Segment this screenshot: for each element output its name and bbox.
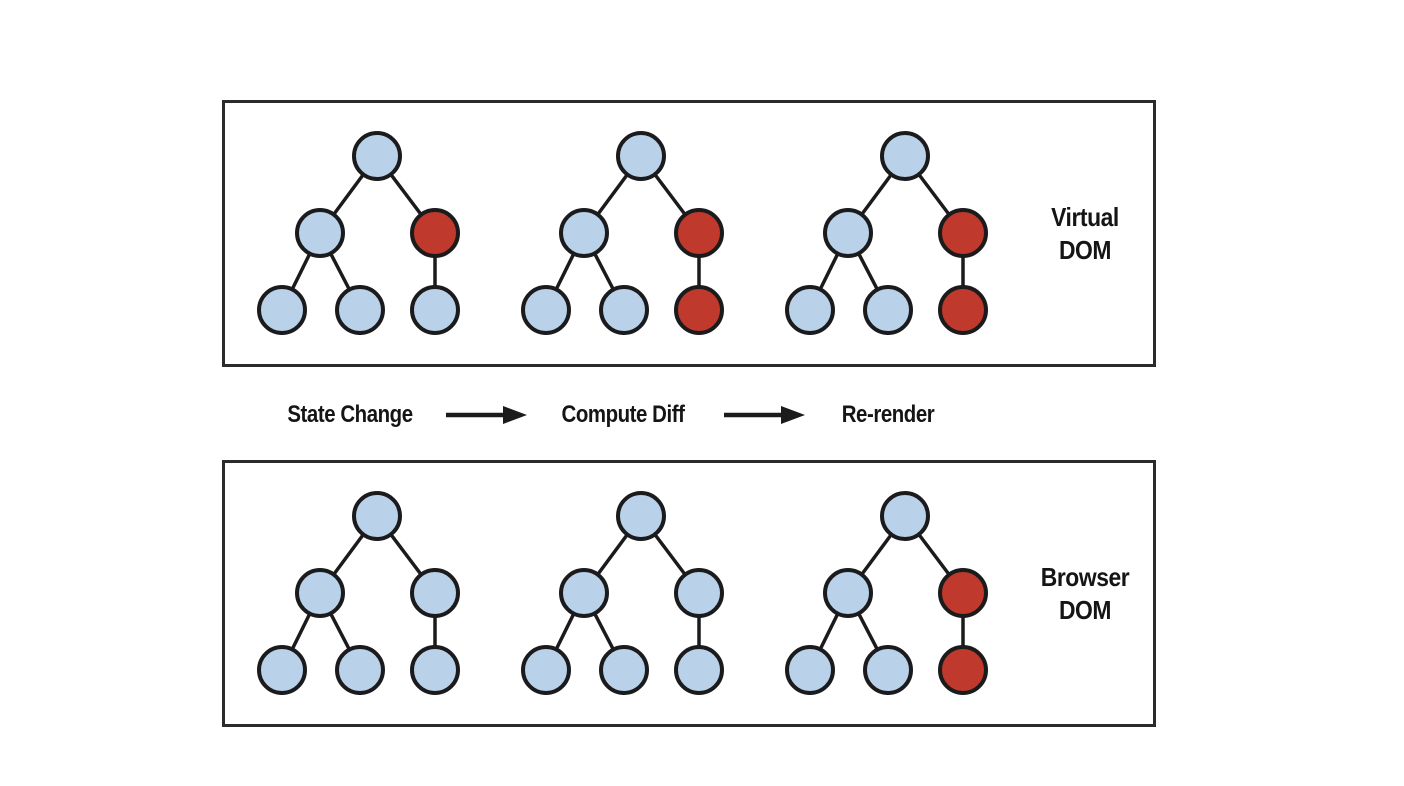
dom-tree <box>785 491 988 695</box>
browser-dom-label: Browser DOM <box>985 561 1185 627</box>
tree-node <box>880 131 930 181</box>
tree-node <box>599 285 649 335</box>
tree-node <box>559 568 609 618</box>
browser-dom-label-line2: DOM <box>1058 594 1112 625</box>
virtual-dom-label-line2: DOM <box>1058 234 1112 265</box>
tree-node <box>352 131 402 181</box>
tree-node <box>410 645 460 695</box>
virtual-dom-panel: Virtual DOM <box>222 100 1156 367</box>
tree-node <box>257 285 307 335</box>
tree-node <box>863 285 913 335</box>
tree-node <box>352 491 402 541</box>
tree-node <box>823 208 873 258</box>
tree-node-changed <box>938 285 988 335</box>
dom-tree <box>257 131 460 335</box>
tree-node <box>674 568 724 618</box>
tree-node <box>599 645 649 695</box>
tree-node <box>335 645 385 695</box>
tree-node <box>521 285 571 335</box>
dom-tree <box>257 491 460 695</box>
tree-node <box>521 645 571 695</box>
browser-dom-label-line1: Browser <box>1040 561 1130 592</box>
tree-node-changed <box>410 208 460 258</box>
dom-tree <box>785 131 988 335</box>
flow-step-re-render: Re-render <box>841 401 935 428</box>
tree-node <box>616 491 666 541</box>
virtual-dom-label: Virtual DOM <box>985 201 1185 267</box>
right-arrow-icon <box>446 406 527 424</box>
tree-node <box>295 568 345 618</box>
tree-node-changed <box>938 645 988 695</box>
virtual-dom-label-line1: Virtual <box>1051 201 1119 232</box>
browser-dom-panel: Browser DOM <box>222 460 1156 727</box>
tree-node-changed <box>938 208 988 258</box>
tree-node <box>410 568 460 618</box>
browser-dom-trees <box>257 484 1025 724</box>
tree-node <box>674 645 724 695</box>
tree-node-changed <box>938 568 988 618</box>
tree-node <box>295 208 345 258</box>
tree-node <box>616 131 666 181</box>
right-arrow-icon <box>724 406 805 424</box>
tree-node <box>785 645 835 695</box>
tree-node <box>257 645 307 695</box>
flow-row: State Change Compute Diff Re-render <box>0 393 1404 437</box>
tree-node-changed <box>674 285 724 335</box>
tree-node <box>880 491 930 541</box>
tree-node <box>410 285 460 335</box>
tree-node <box>559 208 609 258</box>
tree-node <box>863 645 913 695</box>
flow-step-compute-diff: Compute Diff <box>561 401 685 428</box>
tree-node <box>335 285 385 335</box>
virtual-dom-trees <box>257 124 1025 364</box>
tree-node-changed <box>674 208 724 258</box>
dom-tree <box>521 131 724 335</box>
tree-node <box>823 568 873 618</box>
dom-tree <box>521 491 724 695</box>
tree-node <box>785 285 835 335</box>
flow-step-state-change: State Change <box>287 401 413 428</box>
